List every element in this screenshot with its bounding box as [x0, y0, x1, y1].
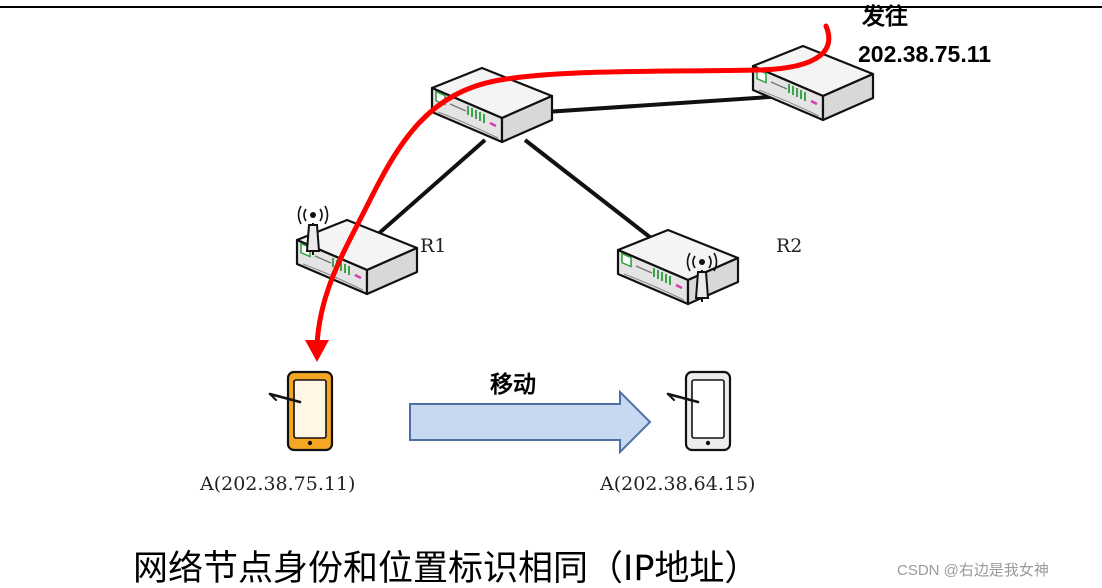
link-core-to-r2 [523, 138, 662, 247]
router-top-right-icon [751, 44, 875, 122]
wireless-router-r2-icon [616, 228, 740, 306]
packet-route-path [314, 23, 832, 348]
link-core-to-r1 [358, 138, 487, 252]
move-label: 移动 [490, 372, 536, 398]
mobile-device-before-icon [268, 370, 334, 452]
router-r2-label: R2 [776, 235, 802, 257]
packet-route-arrowhead-icon [305, 340, 329, 362]
destination-label-line1: 发往 [861, 3, 908, 29]
router-r1-label: R1 [420, 235, 446, 257]
mobile-before-address: A(202.38.75.11) [199, 473, 355, 495]
mobile-after-address: A(202.38.64.15) [599, 473, 755, 495]
destination-label-line2: 202.38.75.11 [858, 41, 991, 67]
diagram-caption: 网络节点身份和位置标识相同（IP地址） [133, 549, 759, 588]
watermark-text: CSDN @右边是我女神 [897, 561, 1049, 579]
move-arrow-icon [409, 389, 652, 455]
mobile-device-after-icon [666, 370, 732, 452]
